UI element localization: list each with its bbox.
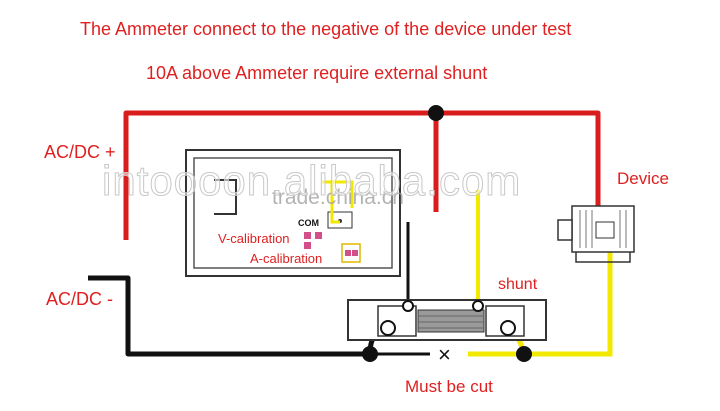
black-wire-negative bbox=[88, 275, 370, 357]
a-calibration-pot bbox=[341, 243, 361, 263]
watermark-small: trade.china.cn bbox=[272, 186, 404, 209]
black-junction-dot bbox=[362, 346, 378, 362]
must-be-cut-label: Must be cut bbox=[405, 377, 493, 396]
red-junction-dot bbox=[428, 105, 444, 121]
cut-x-icon: × bbox=[438, 342, 451, 367]
device-motor bbox=[557, 205, 635, 263]
yellow-wire-meter-loop bbox=[322, 180, 354, 208]
a-calibration-label: A-calibration bbox=[250, 251, 322, 266]
meter-display-bracket bbox=[214, 179, 237, 215]
ac-dc-minus-label: AC/DC - bbox=[46, 289, 113, 309]
shunt-label: shunt bbox=[498, 276, 538, 293]
panel-meter bbox=[185, 149, 401, 277]
meter-inner bbox=[193, 157, 393, 269]
motor-fins bbox=[579, 210, 627, 248]
red-wires bbox=[123, 105, 601, 240]
shunt-resistor bbox=[347, 299, 547, 341]
yellow-wire-meter-to-com bbox=[330, 180, 340, 224]
shunt-right-top-terminal bbox=[472, 300, 484, 312]
shunt-left-bolt bbox=[380, 320, 396, 336]
v-calibration-label: V-calibration bbox=[218, 231, 290, 246]
ac-dc-plus-label: AC/DC + bbox=[44, 142, 116, 162]
red-wire-positive-bus bbox=[123, 110, 601, 240]
yellow-junction-dot bbox=[516, 346, 532, 362]
watermark-large: intoooon.alibaba.com bbox=[102, 157, 521, 204]
yellow-wire-device-return bbox=[468, 232, 613, 357]
shunt-right-bolt bbox=[500, 320, 516, 336]
diagram-title: The Ammeter connect to the negative of t… bbox=[80, 19, 571, 39]
diagram-subtitle: 10A above Ammeter require external shunt bbox=[146, 63, 487, 83]
motor-feet bbox=[575, 252, 631, 263]
device-label: Device bbox=[617, 169, 669, 188]
shunt-left-top-terminal bbox=[402, 300, 414, 312]
shunt-element bbox=[417, 309, 485, 333]
v-calibration-pot bbox=[304, 232, 322, 249]
motor-shaft-end bbox=[557, 219, 573, 241]
com-label: COM bbox=[298, 218, 319, 228]
motor-terminal-box bbox=[595, 221, 615, 239]
